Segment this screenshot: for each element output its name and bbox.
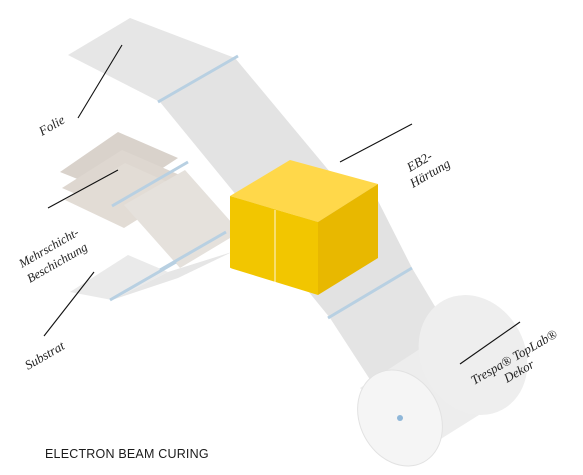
label-substrat: Substrat <box>22 338 67 373</box>
coating-sheets <box>60 132 240 268</box>
eb-box-top <box>230 160 378 222</box>
roller-bar <box>111 160 189 208</box>
eb-box-front <box>230 196 318 295</box>
roll-core <box>397 415 403 421</box>
substrat-film <box>70 230 232 302</box>
leader-lines <box>43 44 521 365</box>
eb-curing-box <box>229 160 378 301</box>
roller-bar <box>159 230 227 272</box>
roller-bar <box>157 54 239 104</box>
diagram-caption: ELECTRON BEAM CURING <box>45 447 209 461</box>
label-folie: Folie <box>35 112 67 139</box>
eb-box-side <box>318 184 378 295</box>
roller-bar <box>327 266 413 320</box>
